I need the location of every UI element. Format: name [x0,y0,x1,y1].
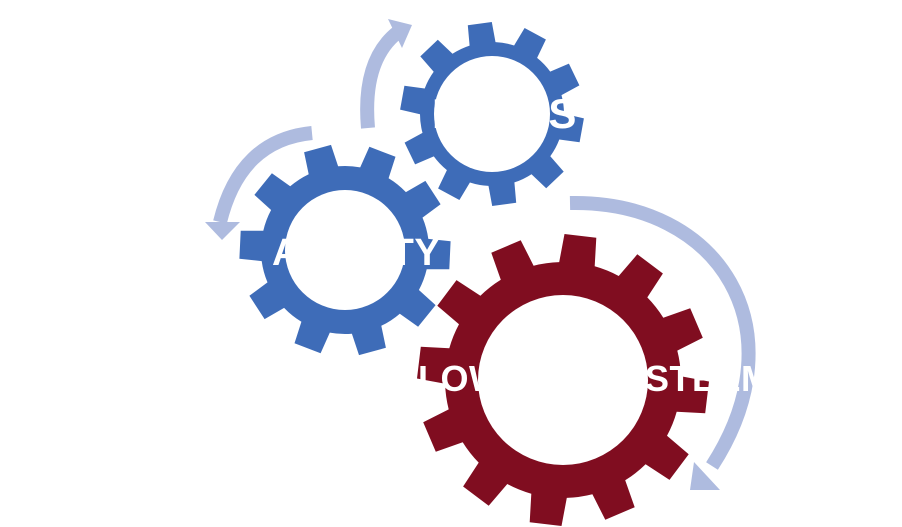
cycle-arrows [205,19,756,490]
gear-anxiety [239,144,451,356]
cycle-arrow-fears-to-self-esteem [569,195,756,470]
gear-label-anxiety: ANXIETY [272,232,441,274]
cycle-arrow-anxiety-to-fears [360,26,403,129]
gear-anxiety-hole [285,190,405,310]
gear-self-esteem-hole [478,295,648,465]
gear-fears-hole [434,56,550,172]
arrowhead-top [388,19,412,48]
gear-label-self-esteem: LOW SELF-ESTEEM [418,358,772,399]
gear-label-fears: FEARS [432,90,577,137]
arrowhead-left [205,222,240,240]
gear-self-esteem [417,234,709,526]
cycle-arrow-fears-to-anxiety [213,126,313,224]
arrowhead-bottom-right [690,462,720,490]
gear-fears [400,22,584,206]
